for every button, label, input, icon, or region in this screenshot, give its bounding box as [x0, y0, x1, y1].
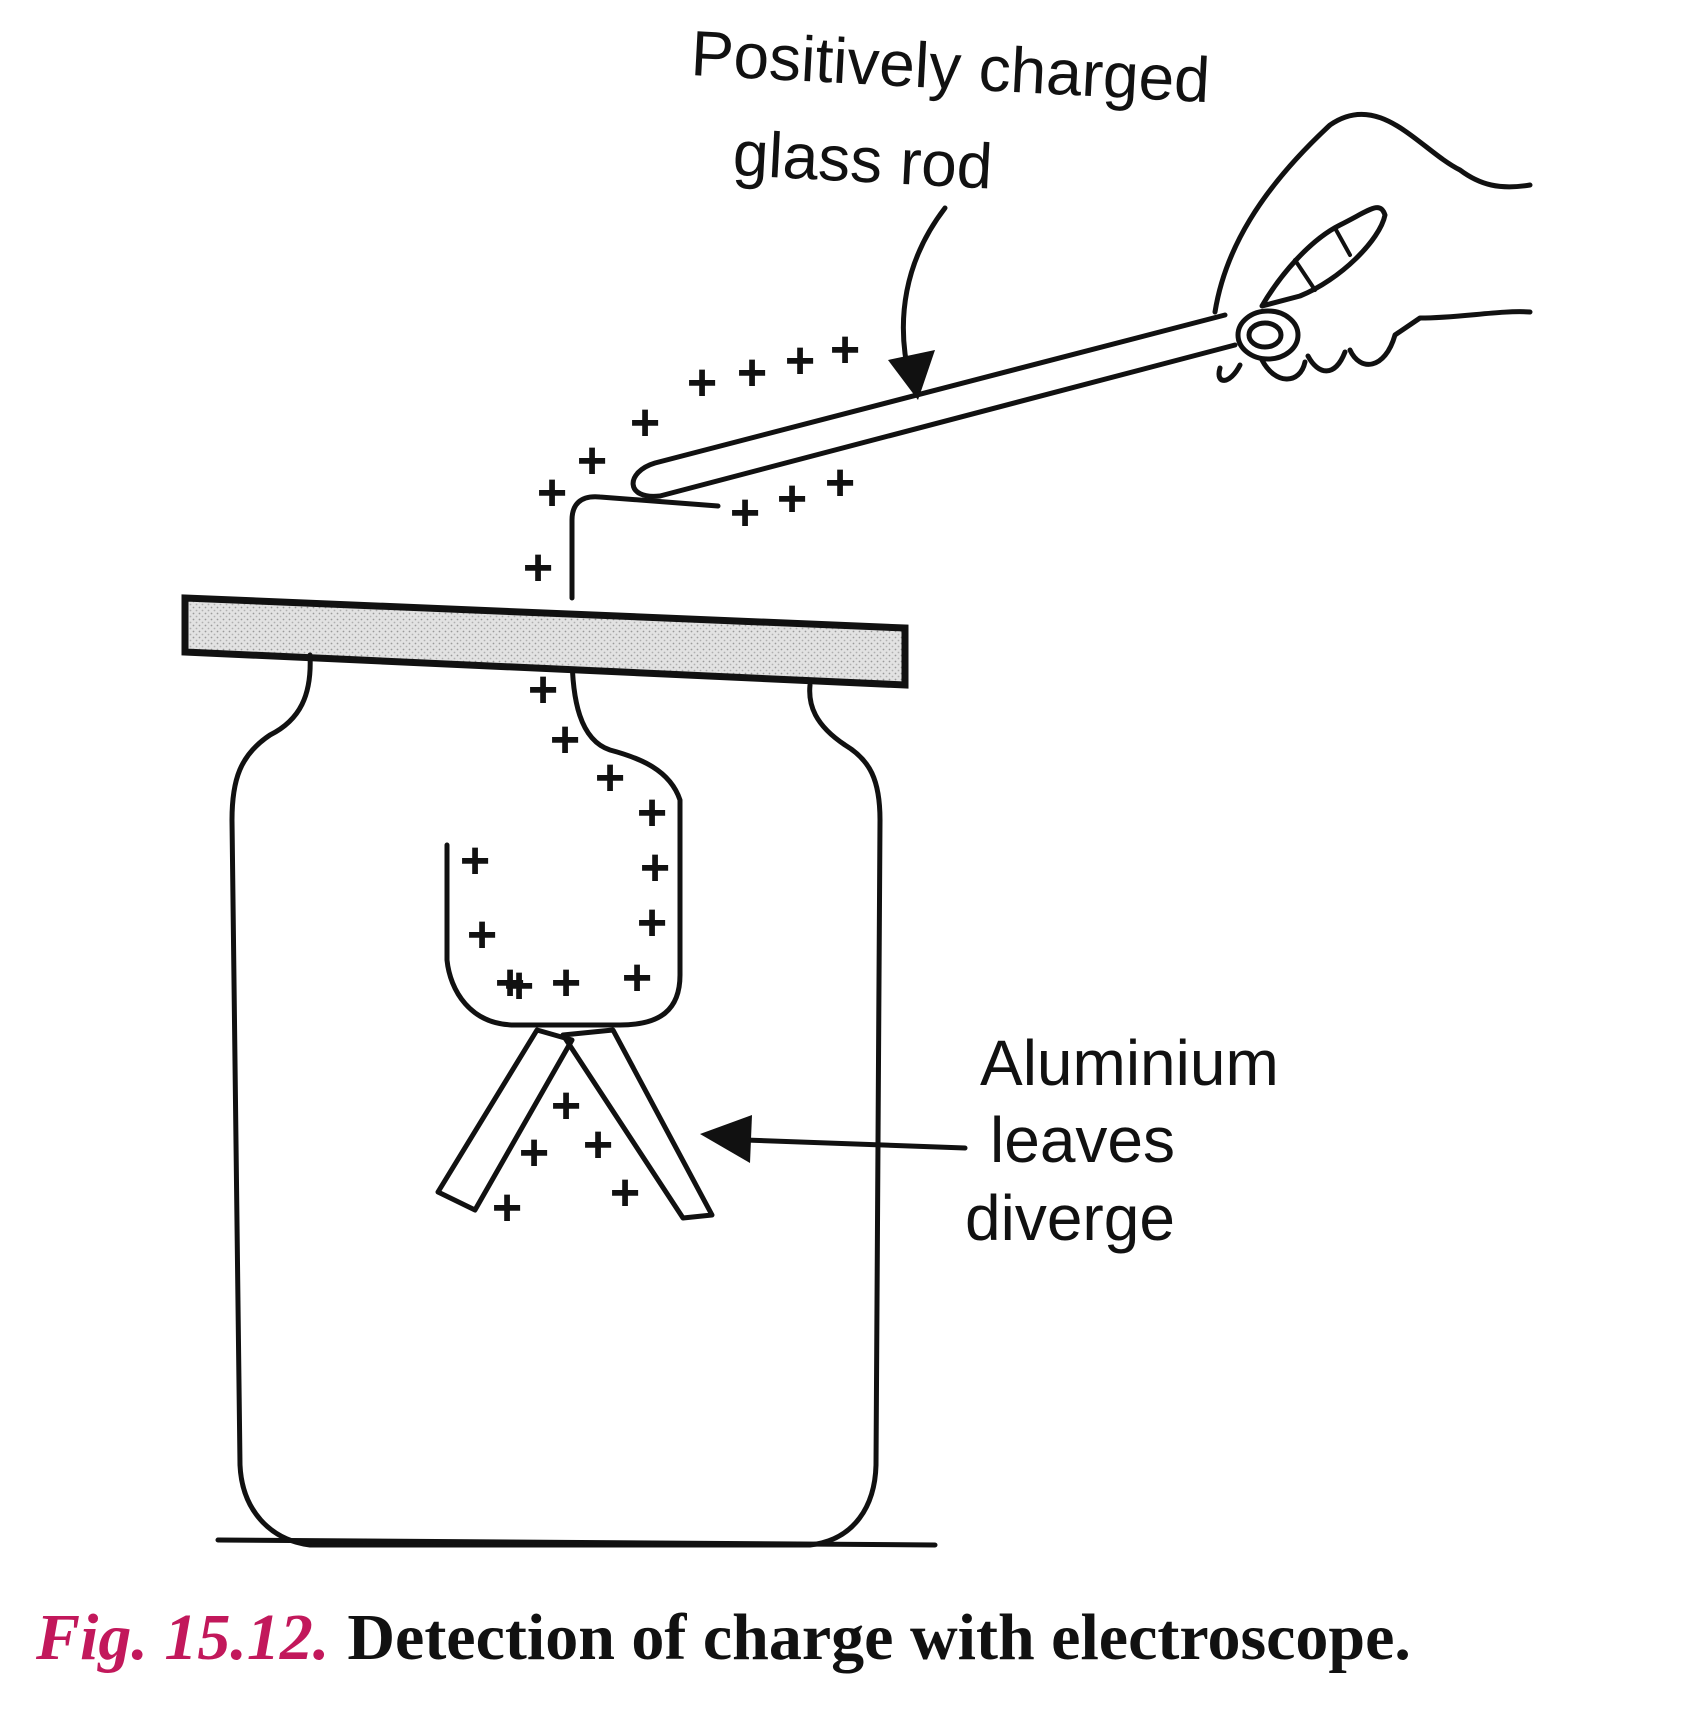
positive-charge-icon: +: [523, 539, 553, 597]
positive-charge-icon: +: [687, 354, 717, 412]
positive-charge-icon: +: [460, 832, 490, 890]
positive-charge-icon: +: [551, 1077, 581, 1135]
positive-charge-icon: +: [583, 1116, 613, 1174]
rod-label-line2: glass rod: [731, 117, 994, 202]
positive-charge-icon: +: [637, 894, 667, 952]
leaves-label-line3: diverge: [965, 1182, 1175, 1254]
leaves-label-line1: Aluminium: [980, 1027, 1279, 1099]
glass-rod: [630, 312, 1238, 499]
positive-charge-icon: +: [550, 711, 580, 769]
positive-charge-icon: +: [495, 954, 525, 1012]
positive-charge-icon: +: [730, 484, 760, 542]
positive-charge-icon: +: [630, 394, 660, 452]
positive-charge-icon: +: [637, 784, 667, 842]
positive-charge-icon: +: [537, 464, 567, 522]
rod-pointer-arrow: [888, 205, 948, 400]
rod-label-line1: Positively charged: [689, 17, 1211, 116]
positive-charge-icon: +: [551, 954, 581, 1012]
aluminium-leaves: [435, 1027, 715, 1221]
positive-charge-icon: +: [610, 1164, 640, 1222]
hand-icon: [1212, 111, 1533, 383]
electroscope-conductor: [444, 494, 721, 1028]
positive-charge-icon: +: [825, 454, 855, 512]
positive-charge-icon: +: [492, 1179, 522, 1237]
positive-charge-icon: +: [595, 749, 625, 807]
positive-charge-icon: +: [467, 906, 497, 964]
positive-charge-icon: +: [528, 661, 558, 719]
figure-number: Fig. 15.12.: [36, 1601, 330, 1674]
positive-charge-icon: +: [830, 321, 860, 379]
figure-caption-text: Detection of charge with electroscope.: [347, 1601, 1411, 1674]
arrowhead-icon: [888, 350, 935, 400]
positive-charge-icon: +: [737, 344, 767, 402]
positive-charge-icon: +: [785, 332, 815, 390]
positive-charge-icon: +: [504, 957, 534, 1015]
figure-caption: Fig. 15.12.Detection of charge with elec…: [36, 1600, 1411, 1676]
positive-charge-icon: +: [519, 1124, 549, 1182]
glass-jar: [215, 652, 938, 1548]
positive-charge-icon: +: [622, 949, 652, 1007]
positive-charge-icon: +: [640, 839, 670, 897]
positive-charge-icon: +: [577, 432, 607, 490]
jar-lid: [181, 594, 909, 689]
positive-charge-icon: +: [777, 470, 807, 528]
arrowhead-icon: [700, 1115, 752, 1163]
leaves-label-line2: leaves: [990, 1104, 1175, 1176]
positive-charges: ++++++++++++++++++++++++++++: [460, 321, 860, 1237]
leaves-pointer-arrow: [700, 1115, 968, 1163]
table-surface: [215, 1537, 938, 1548]
